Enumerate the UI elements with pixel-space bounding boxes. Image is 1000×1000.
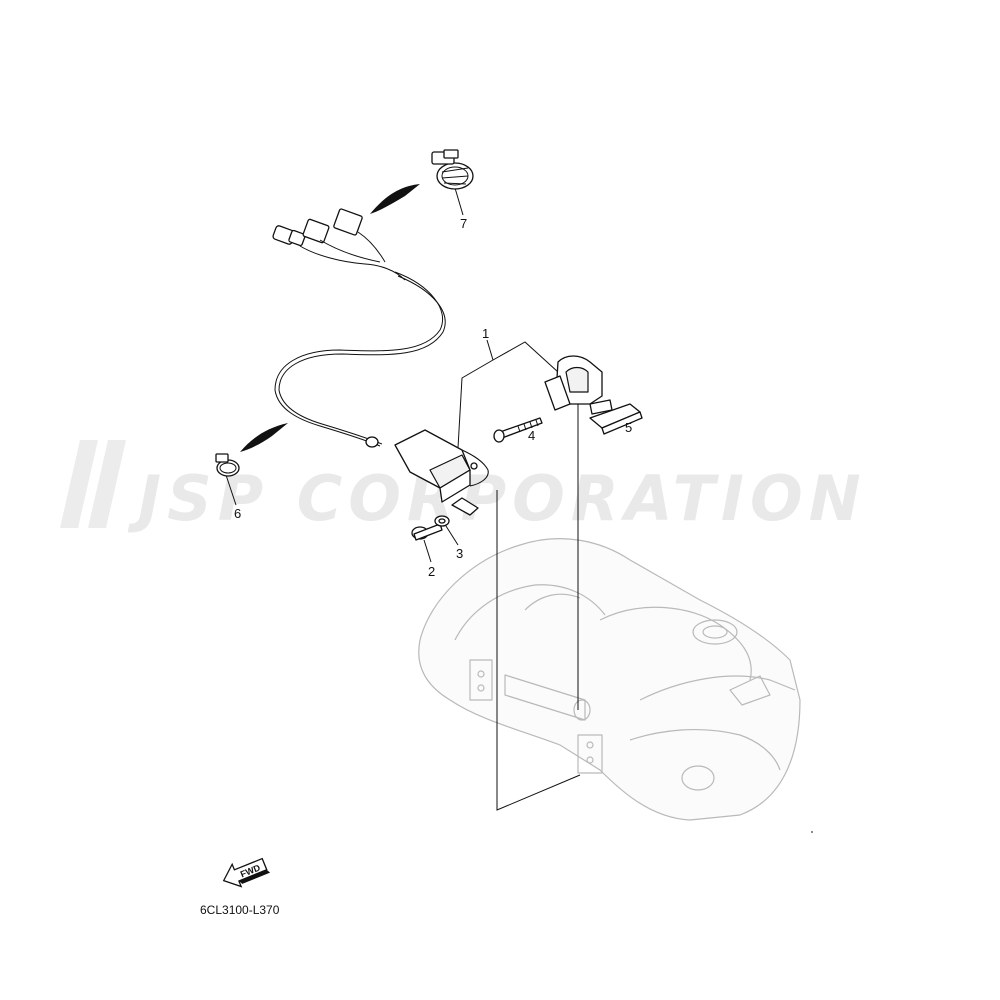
callout-7: 7 [460, 216, 467, 231]
callout-4: 4 [528, 428, 535, 443]
part-2-screw [411, 523, 443, 541]
callout-1: 1 [482, 326, 489, 341]
arrow-clamp-6 [240, 423, 288, 452]
trim-sensor-assembly [272, 208, 489, 516]
part-5-plate [589, 403, 643, 435]
part-3-washer [434, 515, 450, 527]
watermark: JSP CORPORATION [60, 440, 867, 535]
part-6-clamp [215, 453, 240, 477]
jsp-slash-logo-icon [60, 440, 126, 528]
callout-3: 3 [456, 546, 463, 561]
watermark-text: JSP CORPORATION [127, 462, 867, 535]
part-4-bolt [493, 417, 543, 443]
assembly-arrows [240, 184, 420, 452]
motor-bracket-ghost [418, 538, 801, 821]
callout-5: 5 [625, 420, 632, 435]
wire-connectors [272, 208, 406, 281]
diagram-code: 6CL3100-L370 [200, 903, 280, 917]
callout-labels: 1 2 3 4 5 6 7 [234, 216, 632, 579]
callout-6: 6 [234, 506, 241, 521]
fwd-arrow-icon: FWD [222, 857, 271, 888]
sensor-lever-assembly [544, 355, 613, 415]
arrow-clamp-7 [370, 184, 420, 214]
callout-2: 2 [428, 564, 435, 579]
part-7-clamp [431, 149, 474, 190]
